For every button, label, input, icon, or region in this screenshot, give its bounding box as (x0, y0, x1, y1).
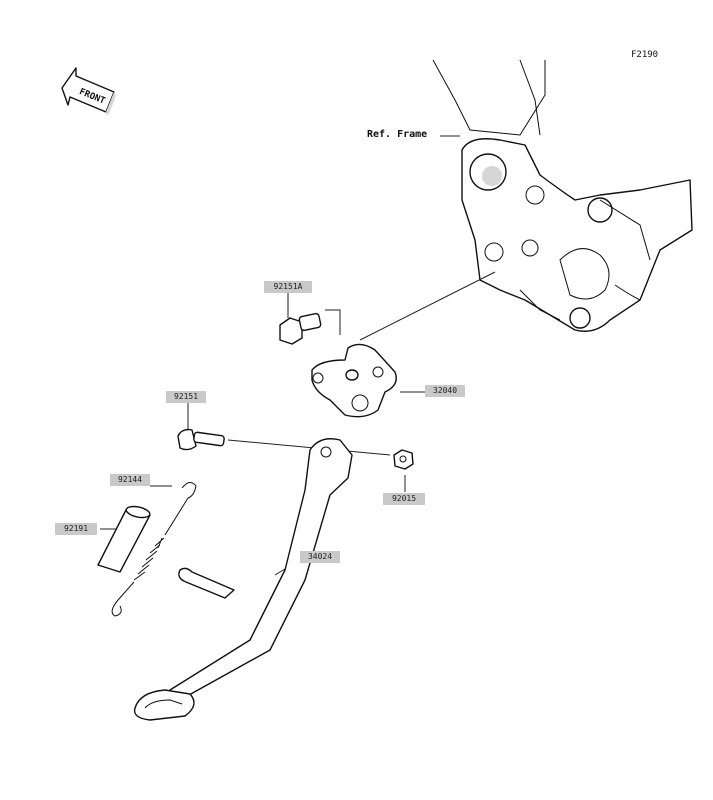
part-label-spring[interactable]: 92144 (110, 474, 150, 486)
figure-code: F2190 (631, 50, 659, 60)
leader-lines (100, 135, 496, 576)
part-label-sleeve[interactable]: 92191 (55, 523, 97, 535)
part-label-bolt-pivot[interactable]: 92151 (166, 391, 206, 403)
nut-shape (393, 449, 414, 470)
spring-shape (111, 482, 197, 617)
part-label-bracket[interactable]: 32040 (425, 385, 465, 397)
part-label-nut[interactable]: 92015 (383, 493, 425, 505)
sleeve-shape (97, 505, 151, 573)
front-arrow-icon: FRONT (61, 67, 116, 116)
side-stand-shape (133, 438, 353, 721)
frame-outline (432, 59, 693, 332)
bolt-upper-shape (279, 312, 322, 345)
reference-frame-label: Ref. Frame (367, 129, 428, 140)
bolt-pivot-shape (177, 428, 225, 451)
part-label-side-stand[interactable]: 34024 (300, 551, 340, 563)
bracket-shape (311, 343, 397, 418)
part-label-bolt-upper[interactable]: 92151A (264, 281, 312, 293)
